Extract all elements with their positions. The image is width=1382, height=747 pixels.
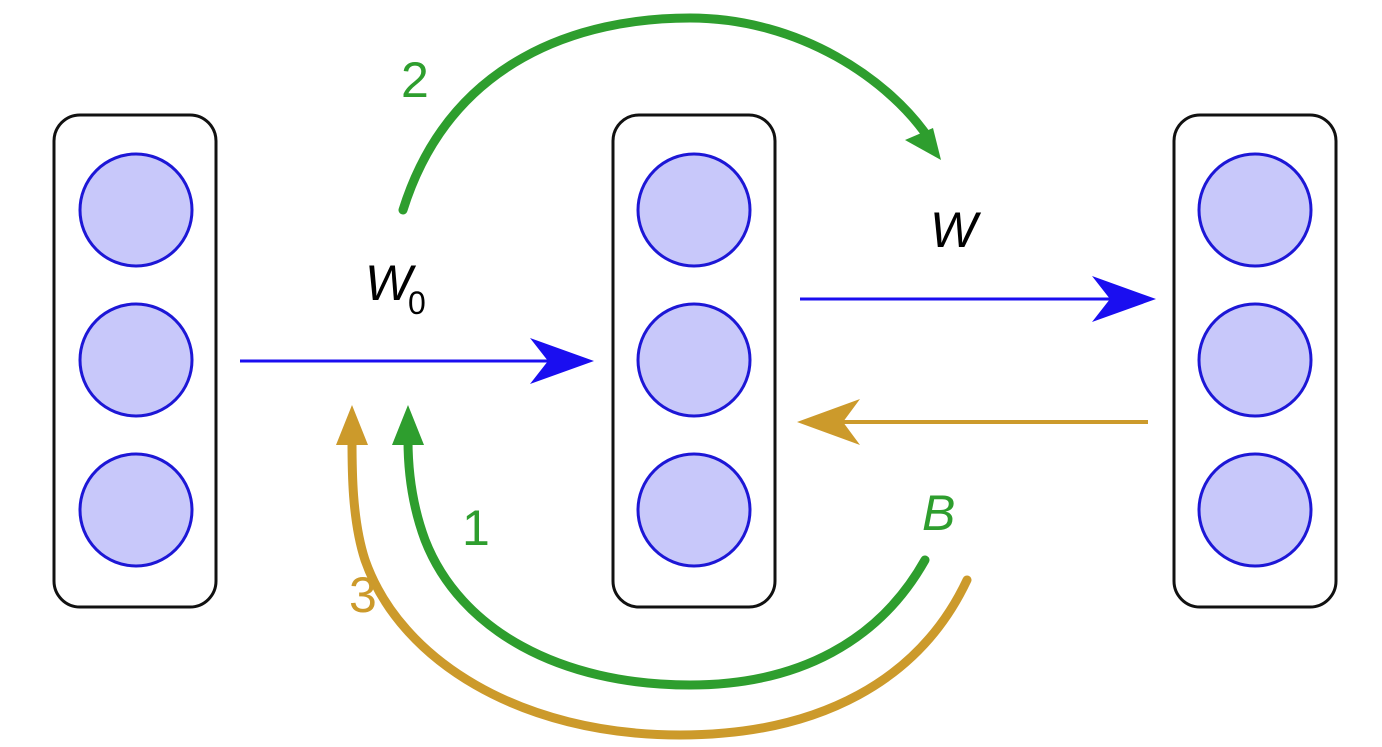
hidden-neuron-2 bbox=[636, 302, 752, 418]
hidden-layer-box bbox=[611, 113, 777, 609]
output-neuron-2 bbox=[1197, 302, 1313, 418]
output-neuron-3 bbox=[1197, 452, 1313, 568]
hidden-neuron-3 bbox=[636, 452, 752, 568]
label-b: B bbox=[922, 485, 955, 541]
input-neuron-2 bbox=[78, 302, 194, 418]
input-layer-box bbox=[52, 113, 218, 609]
label-w: W bbox=[930, 202, 982, 258]
label-w0-subscript: 0 bbox=[408, 285, 426, 321]
input-neuron-1 bbox=[78, 152, 194, 268]
output-neuron-1 bbox=[1197, 152, 1313, 268]
step-3-label: 3 bbox=[349, 567, 377, 623]
label-w0: W 0 bbox=[365, 255, 426, 321]
step-1-label: 1 bbox=[462, 500, 490, 556]
step-1-arc bbox=[392, 405, 930, 690]
backward-arrow-feedback bbox=[797, 399, 1148, 445]
label-w0-base: W bbox=[365, 255, 417, 311]
hidden-neuron-1 bbox=[636, 152, 752, 268]
input-neuron-3 bbox=[78, 452, 194, 568]
step-3-arc bbox=[336, 405, 972, 740]
forward-arrow-w bbox=[800, 276, 1156, 322]
step-2-label: 2 bbox=[401, 52, 429, 108]
forward-arrow-w0 bbox=[240, 338, 594, 384]
step-2-arc bbox=[398, 13, 941, 215]
output-layer-box bbox=[1172, 113, 1338, 609]
